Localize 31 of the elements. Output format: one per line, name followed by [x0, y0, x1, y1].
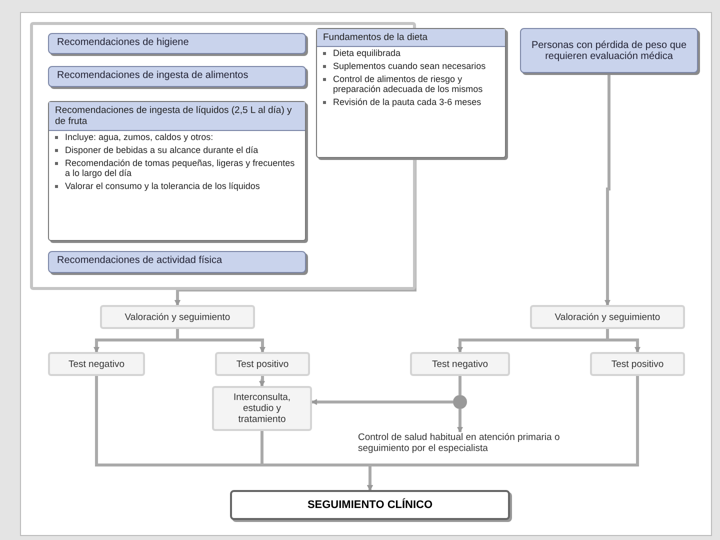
list-item: Valorar el consumo y la tolerancia de los líquidos: [49, 180, 305, 193]
list-item: Disponer de bebidas a su alcance durante el día: [49, 144, 305, 157]
process-box: Valoración y seguimiento: [530, 305, 685, 329]
header-box: Personas con pérdida de peso que requieren evaluación médica: [520, 28, 698, 73]
connector-arrow: [311, 399, 453, 405]
header-box: Recomendaciones de ingesta de alimentos: [48, 66, 306, 87]
process-box: Test positivo: [590, 352, 685, 376]
connector-arrow: [367, 376, 639, 491]
process-box: Test positivo: [215, 352, 310, 376]
connector-arrow: [606, 329, 640, 353]
connector-arrow: [176, 329, 266, 353]
list-item: Dieta equilibrada: [317, 47, 505, 60]
card-heading: Recomendaciones de ingesta de líquidos (2,5 L al día) y de fruta: [49, 102, 305, 131]
header-box: Recomendaciones de higiene: [48, 33, 306, 54]
process-box: Interconsulta, estudio y tratamiento: [212, 386, 312, 431]
list-item: Suplementos cuando sean necesarios: [317, 60, 505, 73]
process-box: Valoración y seguimiento: [100, 305, 255, 329]
process-box: Test negativo: [48, 352, 145, 376]
connector-arrow: [457, 409, 463, 433]
result-box: SEGUIMIENTO CLÍNICO: [230, 490, 510, 520]
list-item: Revisión de la pauta cada 3-6 meses: [317, 96, 505, 109]
list-card: [316, 28, 506, 158]
process-box: Test negativo: [410, 352, 510, 376]
list-item: Control de alimentos de riesgo y preparación adecuada de los mismos: [317, 72, 505, 96]
header-box: Recomendaciones de actividad física: [48, 251, 306, 273]
connector-arrow: [604, 73, 610, 306]
list-item: Recomendación de tomas pequeñas, ligeras y frecuentes a lo largo del día: [49, 156, 305, 180]
card-heading: Fundamentos de la dieta: [317, 29, 505, 47]
list-item: Incluye: agua, zumos, caldos y otros:: [49, 131, 305, 144]
connector-arrow: [259, 376, 265, 387]
list-card: [48, 101, 306, 241]
